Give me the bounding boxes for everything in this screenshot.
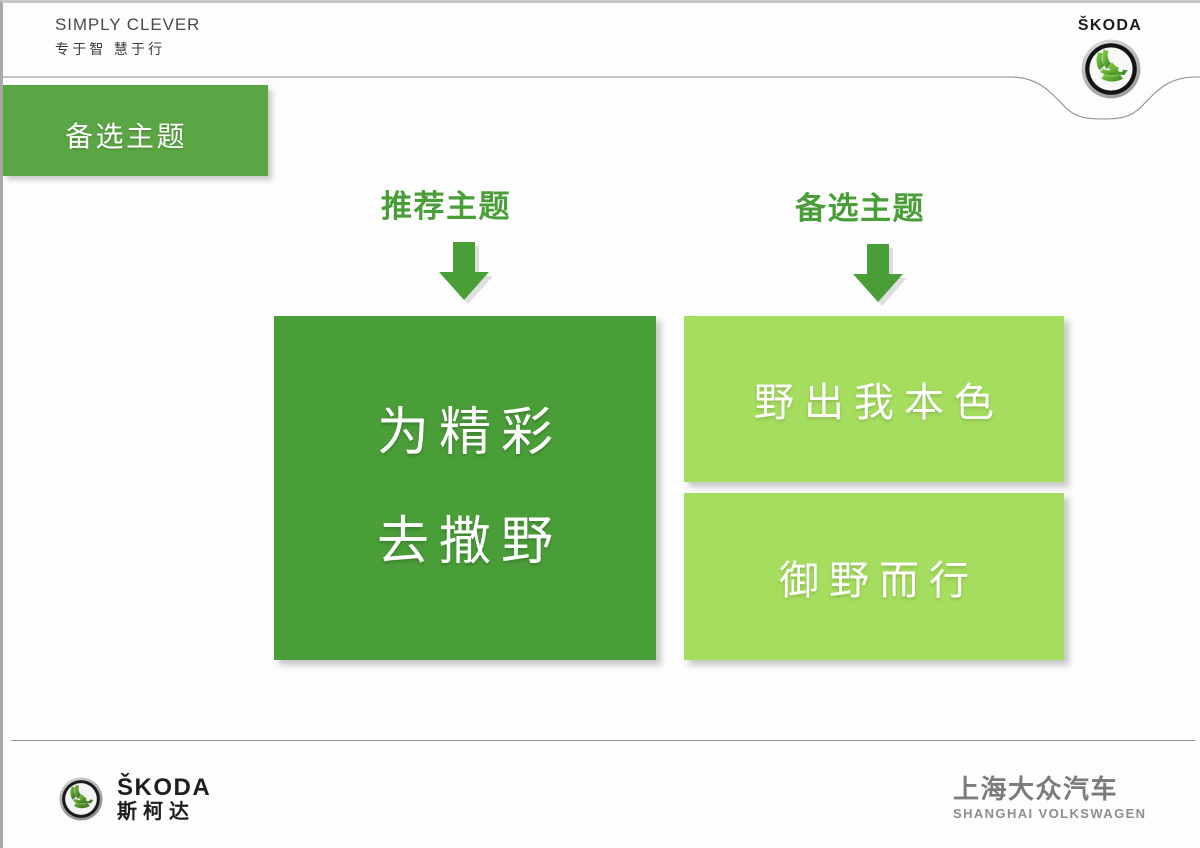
primary-slogan-line-1: 为精彩 [376, 404, 563, 463]
tagline-chinese: 专于智 慧于行 [55, 41, 166, 57]
arrow-down-icon-alternate [853, 244, 906, 306]
slide-title-tab: 备选主题 [3, 85, 268, 176]
skoda-winged-arrow-emblem-icon [1081, 39, 1141, 99]
arrow-down-icon-recommended [439, 242, 492, 304]
footer-skoda-wordmark-en: ŠKODA [117, 774, 212, 801]
slide-header: SIMPLY CLEVER 专于智 慧于行 [3, 3, 1200, 120]
primary-slogan-box: 为精彩 去撒野 [274, 316, 656, 660]
footer-partner-name-cn: 上海大众汽车 [953, 774, 1119, 804]
column-heading-recommended: 推荐主题 [381, 189, 511, 224]
footer-divider [11, 740, 1195, 741]
alternate-slogan-line-2: 御野而行 [779, 558, 979, 603]
footer-skoda-logo: ŠKODA 斯柯达 [59, 775, 289, 827]
skoda-winged-arrow-emblem-icon-footer [59, 777, 103, 821]
footer-skoda-wordmark-group: ŠKODA 斯柯达 [117, 775, 211, 823]
slide-title-label: 备选主题 [65, 121, 188, 152]
alternate-slogan-box-1: 野出我本色 [684, 316, 1064, 482]
tagline-english: SIMPLY CLEVER [55, 15, 201, 34]
skoda-tagline: SIMPLY CLEVER 专于智 慧于行 [55, 15, 200, 59]
column-heading-alternate: 备选主题 [795, 191, 925, 226]
alternate-slogan-line-1: 野出我本色 [754, 381, 1004, 425]
footer-partner-logo: 上海大众汽车 SHANGHAI VOLKSWAGEN [953, 775, 1169, 821]
footer-skoda-wordmark-cn: 斯柯达 [117, 801, 195, 824]
footer-partner-name-en: SHANGHAI VOLKSWAGEN [953, 805, 1147, 821]
skoda-brand-logo: ŠKODA [1062, 17, 1158, 111]
primary-slogan-line-2: 去撒野 [376, 513, 563, 571]
skoda-wordmark: ŠKODA [1077, 17, 1143, 34]
alternate-slogan-box-2: 御野而行 [684, 493, 1064, 660]
